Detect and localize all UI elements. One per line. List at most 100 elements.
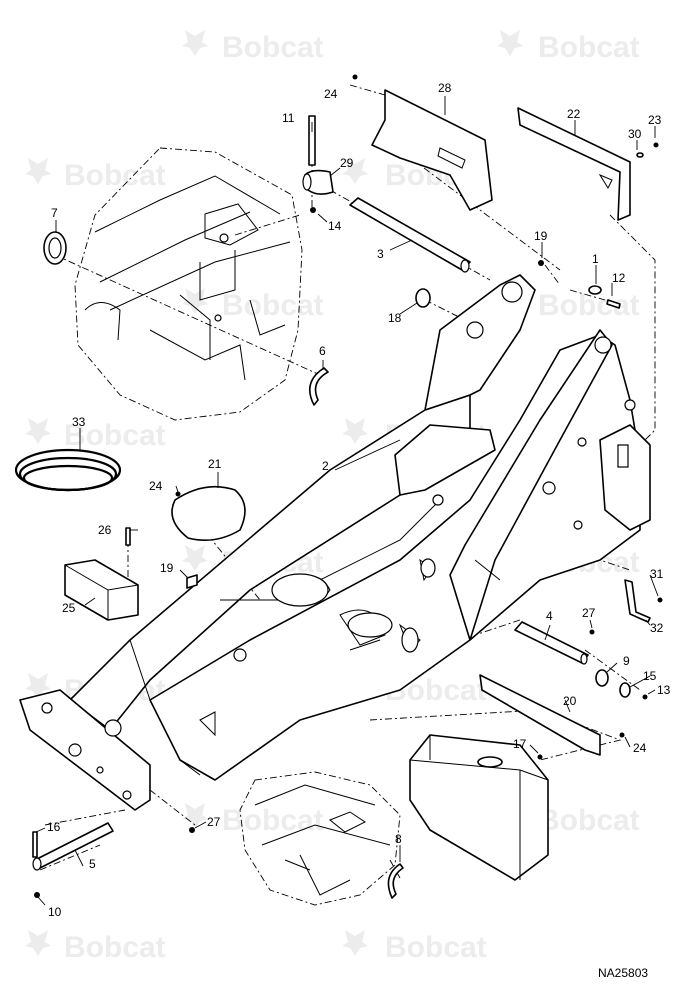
watermark-top-right: Bobcat <box>497 30 640 64</box>
bobcat-logo-icon <box>182 288 208 314</box>
plate-22 <box>517 107 631 221</box>
callout-3: 3 <box>377 247 384 261</box>
callout-12: 12 <box>612 271 626 285</box>
callout-31: 31 <box>650 567 664 581</box>
callout-10: 10 <box>48 905 62 919</box>
frame-rear-bracket <box>19 689 151 811</box>
watermark-bottom-left: Bobcat <box>25 930 166 964</box>
pivot-boss <box>573 520 583 530</box>
pin-4 <box>514 621 589 664</box>
watermark-text: Bobcat <box>538 31 640 64</box>
bolt-16 <box>32 831 38 858</box>
callout-29: 29 <box>340 156 354 170</box>
pivot-boss <box>577 437 587 447</box>
callout-33: 33 <box>72 415 86 429</box>
callout-30: 30 <box>628 127 642 141</box>
frame-crossmember <box>394 424 496 496</box>
pivot-boss <box>594 336 612 354</box>
callout-19-top: 19 <box>534 229 548 243</box>
nut-24-upper <box>352 74 358 80</box>
bobcat-logo-icon <box>342 930 368 956</box>
callout-16: 16 <box>47 820 61 834</box>
detail-structure <box>84 175 291 381</box>
callout-13: 13 <box>657 683 671 697</box>
bobcat-logo-icon <box>342 158 368 184</box>
cover-28 <box>371 89 493 211</box>
callout-17: 17 <box>513 737 527 751</box>
callout-21: 21 <box>208 457 222 471</box>
callout-2: 2 <box>322 459 329 473</box>
callout-18: 18 <box>388 311 402 325</box>
frame-cutout <box>347 612 393 638</box>
rear-bracket-hole <box>104 719 122 737</box>
watermark-text: Bobcat <box>222 31 324 64</box>
callout-24-middle: 24 <box>149 479 163 493</box>
detail-inset-bottom <box>239 771 401 906</box>
clip-6 <box>308 367 329 406</box>
pivot-boss <box>501 281 523 303</box>
nut-24-lower <box>619 732 625 738</box>
callout-6: 6 <box>319 344 326 358</box>
callout-9: 9 <box>623 654 630 668</box>
side-panel <box>599 424 651 531</box>
callout-5: 5 <box>89 857 96 871</box>
bolt-26 <box>125 527 131 546</box>
detail-boundary <box>239 771 401 906</box>
watermark-text: Bobcat <box>222 804 324 837</box>
washer-1 <box>588 285 602 295</box>
callout-27-right: 27 <box>582 606 596 620</box>
watermark-bottom-right: Bobcat <box>342 930 487 964</box>
lift-arm-tower <box>449 329 613 641</box>
ring-9 <box>595 669 609 687</box>
nut-24-middle <box>175 491 181 497</box>
rear-bracket-hole <box>122 790 132 800</box>
nut-14 <box>310 207 316 213</box>
callout-32: 32 <box>650 621 664 635</box>
watermark-text: Bobcat <box>385 931 487 964</box>
watermark-text: Bobcat <box>222 289 324 322</box>
watermark-top-left: Bobcat <box>182 30 324 64</box>
watermark-text: Bobcat <box>538 289 640 322</box>
pin-3 <box>349 197 471 271</box>
frame-cutout <box>420 558 436 578</box>
watermark-row2-left: Bobcat <box>25 158 166 192</box>
pad-21 <box>171 485 246 541</box>
detail-boundary <box>74 147 303 421</box>
callout-20: 20 <box>563 694 577 708</box>
bobcat-logo-icon <box>25 930 51 956</box>
nut-27-lower <box>189 827 195 833</box>
pin-3-end <box>460 259 470 273</box>
hydraulic-tank <box>409 734 549 881</box>
bushing-29-end <box>302 173 312 191</box>
callout-4: 4 <box>546 609 553 623</box>
drawing-number: NA25803 <box>598 966 648 980</box>
block-19 <box>186 574 198 589</box>
leader-lines <box>35 96 659 906</box>
callout-7: 7 <box>51 206 58 220</box>
watermark-row3-left: Bobcat <box>182 288 324 322</box>
pin-4-end <box>580 653 588 665</box>
main-frame <box>19 274 651 811</box>
watermark-text: Bobcat <box>64 419 166 452</box>
watermark-row7-left: Bobcat <box>182 803 324 837</box>
detail-bolt <box>219 233 229 243</box>
frame-cutout <box>271 573 329 607</box>
callout-23: 23 <box>648 113 662 127</box>
nut-27 <box>589 629 595 635</box>
washer-30 <box>636 152 644 158</box>
tank-cap <box>477 756 503 768</box>
callout-22: 22 <box>567 107 581 121</box>
parts <box>14 74 663 899</box>
bobcat-logo-icon <box>182 803 208 829</box>
nut-10 <box>34 892 40 898</box>
callout-24-bottom: 24 <box>633 741 647 755</box>
callout-24-top: 24 <box>324 87 338 101</box>
nut-13 <box>642 694 648 700</box>
callout-26: 26 <box>98 523 112 537</box>
watermark-text: Bobcat <box>64 159 166 192</box>
ring-15 <box>619 682 631 698</box>
callout-11: 11 <box>282 111 295 125</box>
watermark-row4-left: Bobcat <box>25 418 166 452</box>
ring-18 <box>415 288 431 308</box>
